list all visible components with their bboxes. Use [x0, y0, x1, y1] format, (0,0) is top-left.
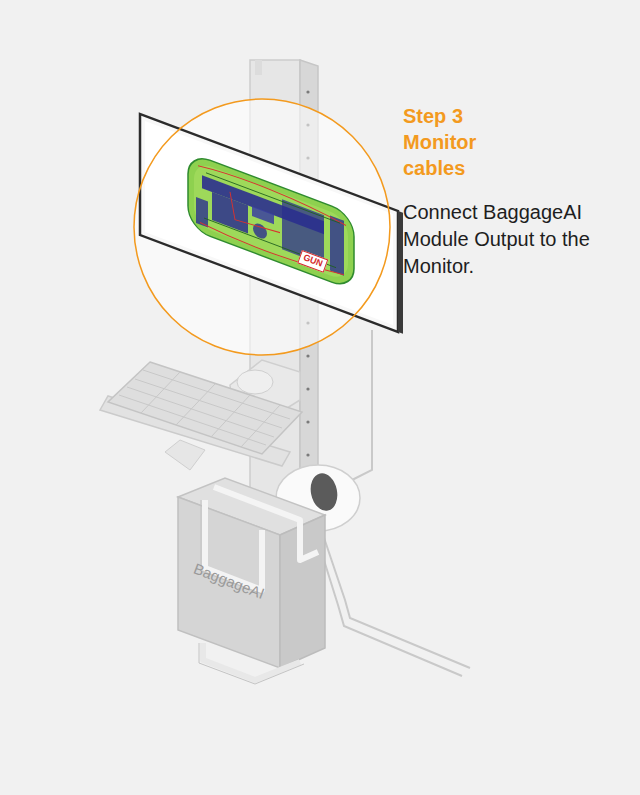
monitor: [145, 121, 393, 325]
keyboard-tray: [127, 387, 274, 437]
pole-holes: [306, 387, 309, 390]
pole-holes: [306, 420, 309, 423]
xray-image: [252, 206, 274, 224]
magnifier-circle-outline: [134, 99, 390, 355]
floor-cables: [318, 520, 470, 668]
keyboard-tray: [241, 405, 280, 447]
keyboard-tray: [100, 362, 302, 470]
xray-image: [198, 162, 346, 225]
monitor: [140, 114, 403, 334]
xray-image: [330, 215, 344, 275]
keyboard-tray: [143, 370, 290, 419]
floor-cables: [352, 330, 372, 480]
keyboard-tray: [176, 384, 215, 425]
xray-image: [196, 197, 208, 228]
mouse-pad: [307, 471, 340, 514]
xray-image: [212, 192, 248, 234]
pole-holes: [306, 453, 309, 456]
xray-image: [194, 160, 348, 282]
keyboard-tray: [108, 362, 302, 454]
keyboard-tray: [165, 440, 205, 470]
magnifier-circle-outline: [134, 99, 390, 355]
xray-image: [253, 221, 267, 240]
pole-holes: [306, 90, 309, 93]
baggageai-module-box: [178, 497, 280, 668]
xray-image: [188, 152, 354, 290]
xray-image: [230, 192, 280, 237]
instruction-text: Connect BaggageAI Module Output to the M…: [403, 199, 608, 280]
floor-cables: [312, 522, 462, 676]
baggageai-module-box: [214, 487, 318, 560]
pole: [255, 60, 262, 75]
xray-image: [198, 162, 346, 281]
keyboard-tray: [119, 395, 266, 445]
baggageai-module-box: [199, 643, 304, 684]
xray-image: [204, 172, 340, 269]
xray-image: [200, 221, 344, 281]
pole-holes: [306, 354, 309, 357]
keyboard-tray: [211, 395, 250, 437]
xray-image: [206, 173, 340, 223]
box-stand: [203, 643, 300, 680]
step-heading: Step 3 Monitor cables: [403, 103, 511, 181]
keyboard-tray: [135, 379, 282, 428]
baggageai-module-box: [178, 478, 325, 684]
xray-image: [188, 152, 354, 290]
keyboard-arm: [237, 370, 273, 394]
keyboard-tray: [141, 372, 180, 413]
monitor: [140, 114, 398, 332]
monitor: [398, 211, 403, 334]
box-stand: [203, 643, 300, 680]
keyboard-tray: [119, 370, 290, 447]
